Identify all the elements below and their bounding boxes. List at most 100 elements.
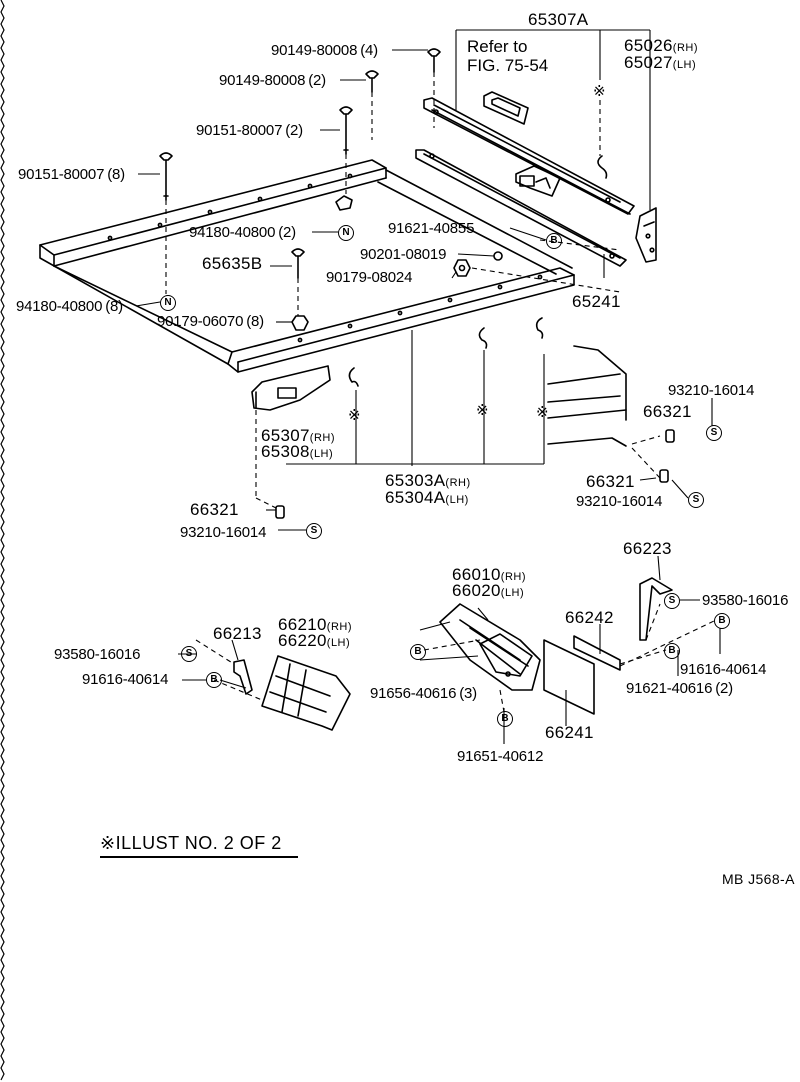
- clip-94180: [335, 195, 353, 211]
- illustration-footnote: ※ILLUST NO. 2 OF 2: [100, 833, 282, 853]
- part-number: 90179-06070: [157, 313, 244, 330]
- part-number: 65308: [261, 442, 310, 461]
- part-label-65303A: 65303A(RH): [385, 472, 471, 491]
- part-label-65027: 65027(LH): [624, 53, 697, 73]
- part-label-66241: 66241: [545, 723, 594, 742]
- part-number: 94180-40800: [16, 298, 103, 315]
- mudguard-66210: [261, 655, 351, 731]
- latch-block: [515, 165, 561, 197]
- side-suffix: (RH): [309, 432, 335, 444]
- part-label-93210-a: 93210-16014: [668, 382, 755, 399]
- marker-S: S: [306, 523, 322, 539]
- part-number: 90149-80008: [271, 42, 358, 59]
- part-number: 66220: [278, 631, 327, 650]
- quantity: (2): [278, 224, 296, 241]
- part-number: 90151-80007: [196, 122, 283, 139]
- footnote-underline: [100, 856, 298, 858]
- nut-90179-08024: [453, 259, 471, 277]
- page-edge-zigzag: [0, 0, 5, 1081]
- bolt-90151-b: [159, 152, 173, 201]
- part-label-65304A: 65304A(LH): [385, 488, 469, 508]
- part-number: 66020: [452, 581, 501, 600]
- marker-B: B: [497, 711, 513, 727]
- marker-S: S: [706, 425, 722, 441]
- illustration-mark: ※: [593, 83, 606, 100]
- part-number: 65026: [624, 36, 673, 55]
- part-label-91616-a: 91616-40614: [680, 661, 767, 678]
- part-number: 94180-40800: [189, 224, 276, 241]
- part-label-66242: 66242: [565, 608, 614, 627]
- side-suffix: (LH): [309, 448, 334, 460]
- side-suffix: (RH): [326, 621, 352, 633]
- part-label-91621-a: 91621-40855: [388, 220, 475, 237]
- part-label-66210: 66210(RH): [278, 615, 352, 635]
- part-label-65307: 65307(RH): [261, 426, 335, 446]
- bracket-65307: [251, 365, 331, 411]
- hinge-66010: [439, 603, 541, 691]
- side-suffix: (LH): [445, 494, 469, 506]
- part-label-65307A: 65307A: [528, 10, 589, 29]
- bracket-66223: [639, 577, 673, 641]
- bolt-90149-a: [427, 48, 441, 73]
- marker-B: B: [714, 613, 730, 629]
- part-label-90151-b: 90151-80007(8): [18, 167, 125, 183]
- part-label-90179-b: 90179-06070(8): [157, 314, 264, 330]
- part-number: 90149-80008: [219, 72, 306, 89]
- quantity: (4): [360, 42, 378, 59]
- part-number: 65304A: [385, 488, 446, 507]
- quantity: (2): [308, 72, 326, 89]
- part-label-91621-b: 91621-40616(2): [626, 681, 733, 697]
- quantity: (8): [107, 166, 125, 183]
- quantity: (2): [715, 680, 733, 697]
- part-number: 66210: [278, 615, 327, 634]
- reference-line-1: Refer to: [467, 37, 528, 56]
- quantity: (8): [105, 298, 123, 315]
- rail-65307A: [423, 97, 635, 215]
- corner-bracket-65026: [635, 207, 657, 263]
- part-label-90151-a: 90151-80007(2): [196, 123, 303, 139]
- part-label-90201: 90201-08019: [360, 246, 447, 263]
- marker-N: N: [160, 295, 176, 311]
- part-number: 65307: [261, 426, 310, 445]
- marker-B: B: [206, 672, 222, 688]
- side-suffix: (RH): [672, 42, 698, 54]
- part-number: 91656-40616: [370, 685, 457, 702]
- frame-65303A: [39, 159, 575, 373]
- part-label-66213: 66213: [213, 624, 262, 643]
- reference-line-2: FIG. 75-54: [467, 56, 549, 75]
- part-label-65308: 65308(LH): [261, 442, 334, 462]
- marker-S: S: [664, 593, 680, 609]
- marker-B: B: [664, 643, 680, 659]
- nut-90179-06070: [291, 315, 309, 331]
- side-suffix: (RH): [445, 477, 471, 489]
- hook-b: [478, 327, 488, 349]
- rail-65241: [415, 149, 627, 267]
- drawing-code: MB J568-A: [722, 871, 795, 887]
- part-label-66223: 66223: [623, 539, 672, 558]
- hook-a: [348, 367, 359, 387]
- plate-66241: [543, 639, 595, 715]
- clip-66321-b: [659, 469, 669, 483]
- side-suffix: (LH): [326, 637, 351, 649]
- strap-66242: [573, 635, 621, 671]
- part-label-66010: 66010(RH): [452, 565, 526, 585]
- marker-B: B: [546, 233, 562, 249]
- illustration-mark: ※: [476, 402, 489, 419]
- side-suffix: (LH): [672, 59, 697, 71]
- marker-B: B: [410, 644, 426, 660]
- part-label-66020: 66020(LH): [452, 581, 524, 601]
- part-number: 65027: [624, 53, 673, 72]
- part-number: 90151-80007: [18, 166, 105, 183]
- quantity: (8): [246, 313, 264, 330]
- clip-66321-a: [665, 429, 675, 443]
- body-outline: [547, 345, 627, 447]
- part-label-91651: 91651-40612: [457, 748, 544, 765]
- part-label-93580-b: 93580-16016: [54, 646, 141, 663]
- part-label-65026: 65026(RH): [624, 36, 698, 56]
- hook-c: [535, 317, 544, 339]
- bolt-65635B: [291, 248, 305, 279]
- part-number: 66010: [452, 565, 501, 584]
- part-label-66321-c: 66321: [586, 472, 635, 491]
- part-label-90149-a: 90149-80008(4): [271, 43, 378, 59]
